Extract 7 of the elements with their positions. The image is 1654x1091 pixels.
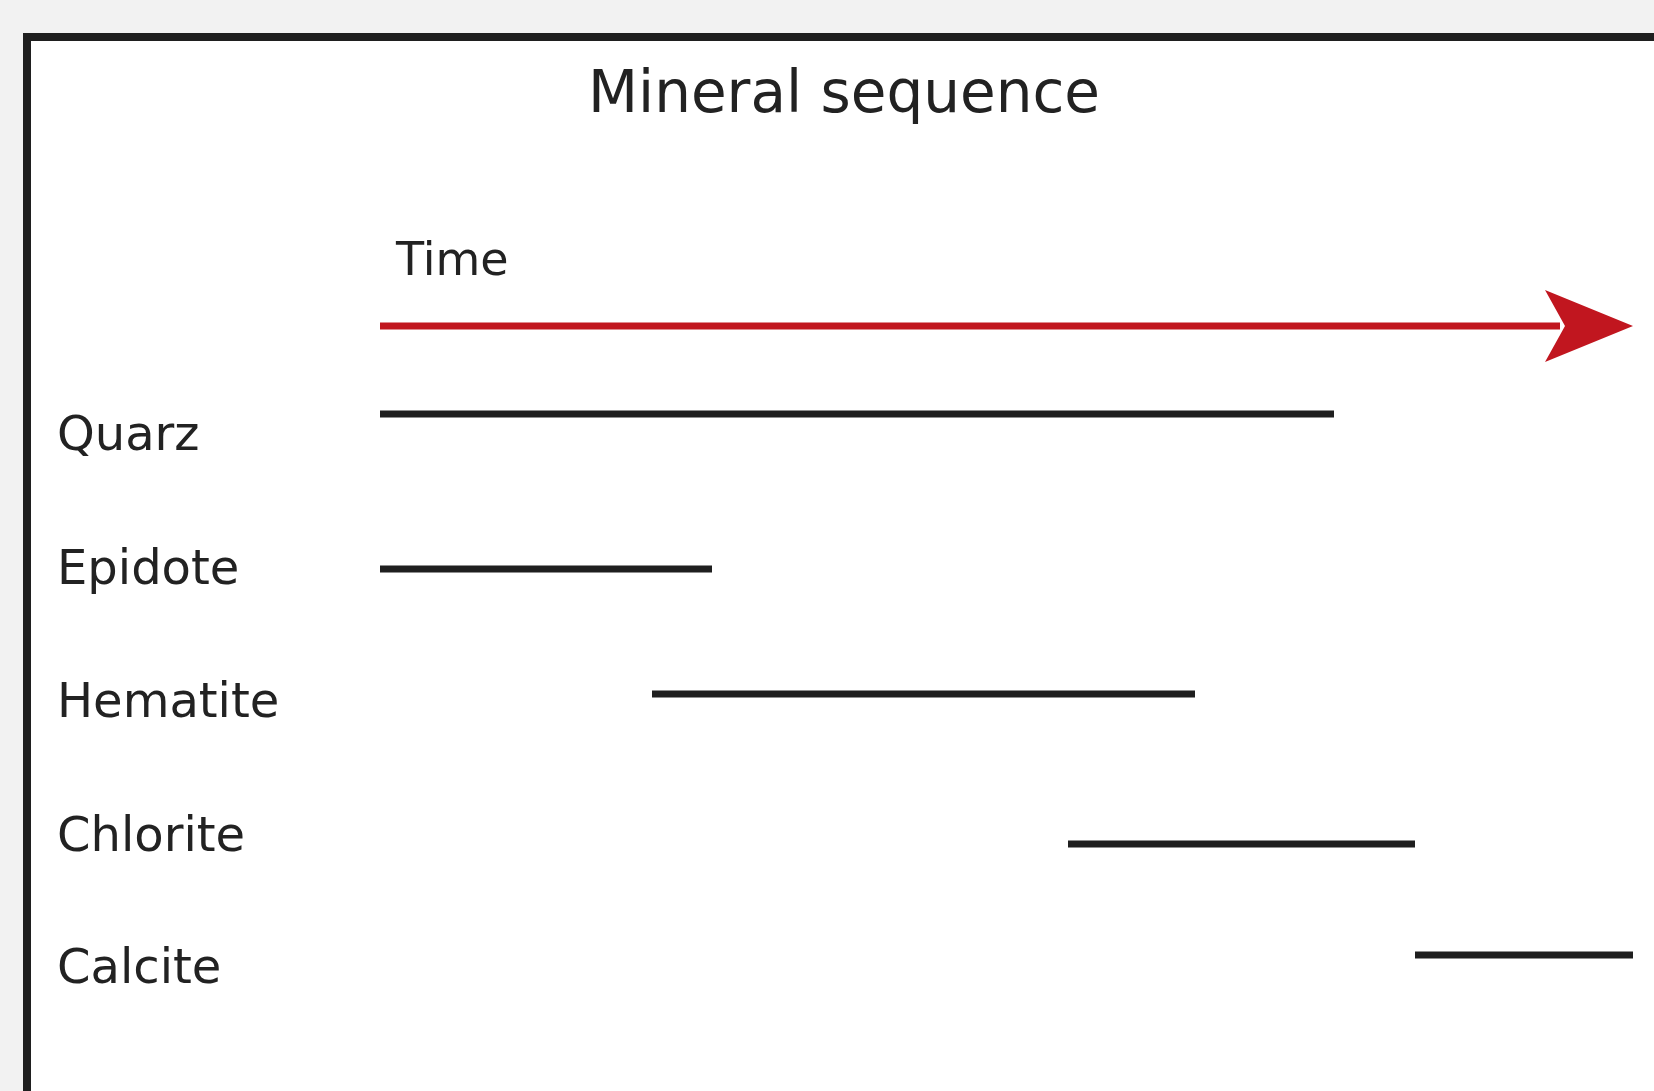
axis-label: Time [396,232,509,286]
row-label: Quarz [57,405,200,461]
row-label: Calcite [57,938,222,994]
chart-title: Mineral sequence [588,58,1100,126]
row-label: Hematite [57,672,280,728]
row-label: Epidote [57,539,240,595]
row-label: Chlorite [57,806,246,862]
